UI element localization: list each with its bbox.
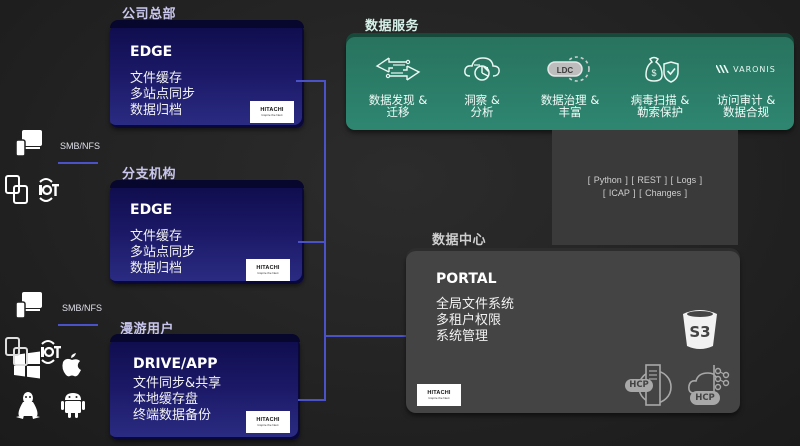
- service-data-migration[interactable]: 数据发现 & 迁移: [354, 37, 442, 130]
- feature-line: 文件缓存: [130, 229, 183, 244]
- api-list-row2: [ ICAP ] [ Changes ]: [602, 188, 688, 198]
- card-title: EDGE: [130, 202, 173, 218]
- hq-edge-card[interactable]: EDGE 文件缓存 多站点同步 数据归档 HITACHI Inspire the…: [110, 20, 304, 128]
- card-features: 文件缓存 多站点同步 数据归档: [130, 71, 195, 119]
- feature-line: 文件同步&共享: [133, 376, 222, 391]
- card-title: EDGE: [130, 44, 173, 60]
- desktop-mobile-icon: [15, 292, 42, 319]
- desktop-mobile-icon: [15, 130, 42, 157]
- feature-line: 数据归档: [130, 103, 183, 118]
- datacenter-title: 数据中心: [432, 233, 487, 248]
- tablet-icon: [5, 337, 28, 366]
- linux-icon: [16, 392, 40, 419]
- card-features: 文件同步&共享 本地缓存盘 终端数据备份: [133, 376, 221, 424]
- svg-text:$: $: [651, 68, 656, 78]
- virus-shield-icon: $: [645, 56, 679, 83]
- connector-hq: [296, 80, 326, 82]
- roaming-drive-card[interactable]: DRIVE/APP 文件同步&共享 本地缓存盘 终端数据备份 HITACHI I…: [110, 334, 300, 440]
- hitachi-logo: HITACHI Inspire the Next: [417, 384, 461, 406]
- branch-edge-card[interactable]: EDGE 文件缓存 多站点同步 数据归档 HITACHI Inspire the…: [110, 180, 304, 284]
- feature-line: 数据归档: [130, 261, 183, 276]
- ldc-governance-icon: LDC: [547, 56, 590, 82]
- feature-line: 文件缓存: [130, 71, 183, 86]
- protocol-label: SMB/NFS: [62, 303, 103, 313]
- android-icon: [61, 393, 85, 418]
- card-title: PORTAL: [436, 271, 497, 287]
- datacenter-portal-card[interactable]: PORTAL 全局文件系统 多租户权限 系统管理 S3 HCP: [406, 251, 740, 413]
- service-access-audit[interactable]: VARONIS 访问审计 & 数据合规: [716, 64, 776, 119]
- feature-line: 多站点同步: [130, 87, 196, 102]
- data-migration-icon: [375, 57, 421, 81]
- iot-icon: [41, 340, 61, 364]
- protocol-underline: [58, 324, 98, 326]
- feature-line: 多站点同步: [130, 245, 196, 260]
- connector-roaming: [298, 399, 326, 401]
- data-services-panel: 数据发现 & 迁移 洞察 & 分析 LDC: [346, 37, 794, 130]
- api-list-row1: [ Python ] [ REST ] [ Logs ]: [587, 175, 703, 185]
- feature-line: 终端数据备份: [133, 408, 212, 423]
- connector-branch: [298, 241, 326, 243]
- protocol-label: SMB/NFS: [60, 141, 101, 151]
- cloud-analytics-icon: [464, 57, 500, 81]
- protocol-underline: [58, 162, 98, 164]
- hitachi-logo: HITACHI Inspire the Next: [246, 259, 290, 281]
- connector-datacenter: [324, 335, 408, 337]
- api-connector-panel: [ Python ] [ REST ] [ Logs ] [ ICAP ] [ …: [552, 130, 738, 245]
- data-services-title: 数据服务: [365, 19, 420, 34]
- feature-line: 系统管理: [436, 329, 489, 344]
- feature-line: 本地缓存盘: [133, 392, 199, 407]
- roaming-title: 漫游用户: [120, 322, 175, 337]
- s3-bucket-icon: S3: [681, 306, 719, 350]
- hitachi-logo: HITACHI Inspire the Next: [246, 411, 290, 433]
- feature-line: 全局文件系统: [436, 297, 515, 312]
- hcp-cloud-icon: HCP: [686, 363, 736, 407]
- service-data-governance[interactable]: LDC 数据治理 & 丰富: [526, 37, 614, 130]
- card-features: 文件缓存 多站点同步 数据归档: [130, 229, 195, 277]
- service-virus-scan[interactable]: $ 病毒扫描 & 勒索保护: [616, 37, 704, 130]
- tablet-icon: [5, 175, 28, 204]
- service-insight-analytics[interactable]: 洞察 & 分析: [438, 37, 526, 130]
- varonis-mark-icon: [716, 65, 729, 73]
- feature-line: 多租户权限: [436, 313, 502, 328]
- card-title: DRIVE/APP: [133, 356, 218, 372]
- branch-title: 分支机构: [122, 167, 177, 182]
- iot-icon: [39, 178, 59, 202]
- hcp-server-icon: HCP: [624, 363, 674, 407]
- varonis-logo: VARONIS: [716, 65, 776, 74]
- hitachi-logo: HITACHI Inspire the Next: [250, 101, 294, 123]
- windows-icon: [14, 351, 40, 379]
- connector-trunk: [324, 80, 326, 400]
- card-features: 全局文件系统 多租户权限 系统管理: [436, 297, 514, 345]
- svg-text:LDC: LDC: [557, 66, 574, 75]
- apple-icon: [62, 353, 81, 377]
- hq-title: 公司总部: [122, 7, 177, 22]
